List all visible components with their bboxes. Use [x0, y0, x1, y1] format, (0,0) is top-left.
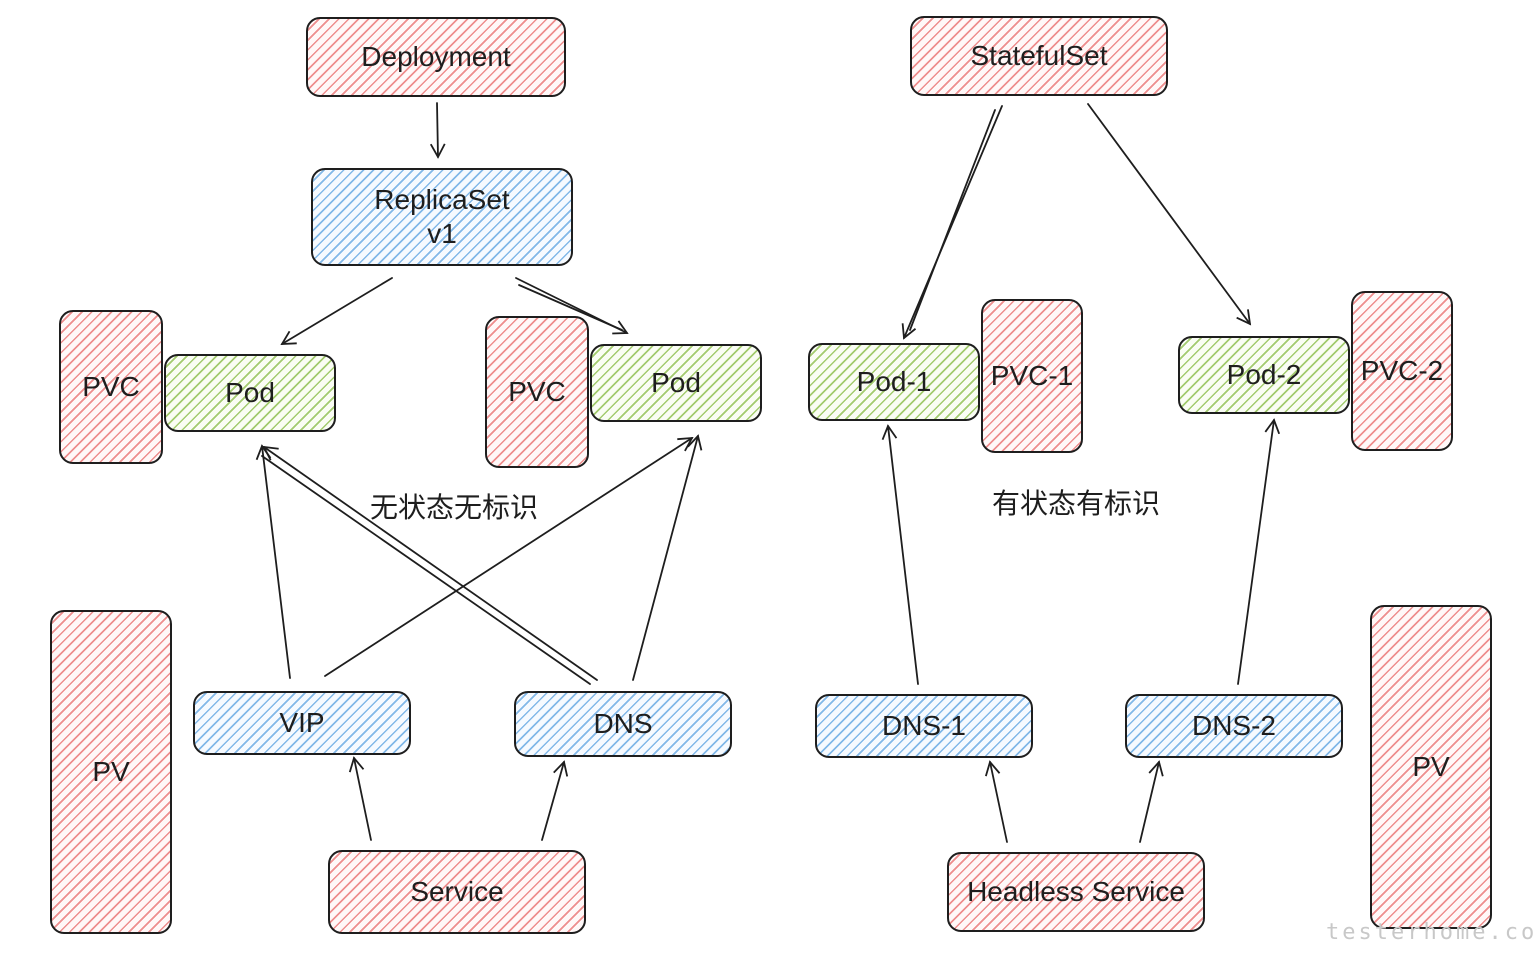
- arrow-dns-2-to-pod-2: [1237, 418, 1281, 685]
- arrow-dns-to-pod-a-sketch: [261, 455, 591, 685]
- dns-1-label: DNS-1: [881, 710, 966, 741]
- pv-left-label: PV: [92, 756, 130, 787]
- stateless-caption: 无状态无标识: [370, 491, 539, 524]
- vip-node: VIP: [193, 691, 411, 755]
- arrow-dns-to-pod-b: [632, 434, 703, 681]
- arrow-replicaset-to-pod-a: [280, 277, 393, 345]
- pod-b-label: Pod: [651, 367, 701, 398]
- arrow-dns-to-pod-a: [262, 445, 598, 681]
- dns-label: DNS: [593, 708, 653, 739]
- pvc-a-node: PVC: [59, 310, 163, 464]
- arrow-headless-to-dns-1: [984, 760, 1008, 843]
- statefulset-node: StatefulSet: [910, 16, 1168, 96]
- arrow-vip-to-pod-b: [324, 436, 694, 677]
- arrow-vip-to-pod-a: [255, 444, 291, 679]
- pvc-b-label: PVC: [508, 376, 566, 407]
- pod-2-node: Pod-2: [1178, 336, 1350, 414]
- deployment-label: Deployment: [361, 41, 511, 72]
- vip-label: VIP: [279, 707, 325, 738]
- pvc-2-label: PVC-2: [1360, 355, 1444, 386]
- deployment-node: Deployment: [306, 17, 566, 97]
- pv-right-node: PV: [1370, 605, 1492, 929]
- pv-right-label: PV: [1412, 751, 1450, 782]
- pod-1-node: Pod-1: [808, 343, 980, 421]
- replicaset-version-label: v1: [427, 218, 457, 249]
- pvc-1-node: PVC-1: [981, 299, 1083, 453]
- arrow-service-to-dns: [541, 760, 569, 841]
- arrow-service-to-vip: [348, 756, 372, 841]
- statefulset-label: StatefulSet: [970, 40, 1108, 71]
- pvc-2-node: PVC-2: [1351, 291, 1453, 451]
- dns-node: DNS: [514, 691, 732, 757]
- replicaset-label: ReplicaSet: [374, 184, 510, 215]
- arrow-statefulset-to-pod-2: [1087, 103, 1252, 326]
- arrow-replicaset-to-pod-b-sketch: [518, 284, 623, 331]
- arrow-headless-to-dns-2: [1139, 760, 1164, 843]
- service-label: Service: [410, 876, 504, 907]
- arrow-statefulset-to-pod-1: [901, 105, 1003, 340]
- pv-left-node: PV: [50, 610, 172, 934]
- pod-a-label: Pod: [225, 377, 275, 408]
- arrow-deployment-to-replicaset: [429, 102, 446, 159]
- arrow-dns-1-to-pod-1: [881, 424, 919, 685]
- stateful-caption: 有状态有标识: [992, 487, 1161, 520]
- dns-2-node: DNS-2: [1125, 694, 1343, 758]
- service-node: Service: [328, 850, 586, 934]
- pod-b-node: Pod: [590, 344, 762, 422]
- pod-1-label: Pod-1: [856, 366, 932, 397]
- pvc-1-label: PVC-1: [990, 360, 1074, 391]
- dns-2-label: DNS-2: [1191, 710, 1276, 741]
- headless-service-label: Headless Service: [967, 876, 1185, 907]
- dns-1-node: DNS-1: [815, 694, 1033, 758]
- pvc-b-node: PVC: [485, 316, 589, 468]
- arrow-statefulset-to-pod-1-sketch: [909, 109, 996, 331]
- watermark-text: testerhome.com: [1326, 920, 1537, 945]
- headless-service-node: Headless Service: [947, 852, 1205, 932]
- pod-a-node: Pod: [164, 354, 336, 432]
- pod-2-label: Pod-2: [1226, 359, 1302, 390]
- pvc-a-label: PVC: [82, 371, 140, 402]
